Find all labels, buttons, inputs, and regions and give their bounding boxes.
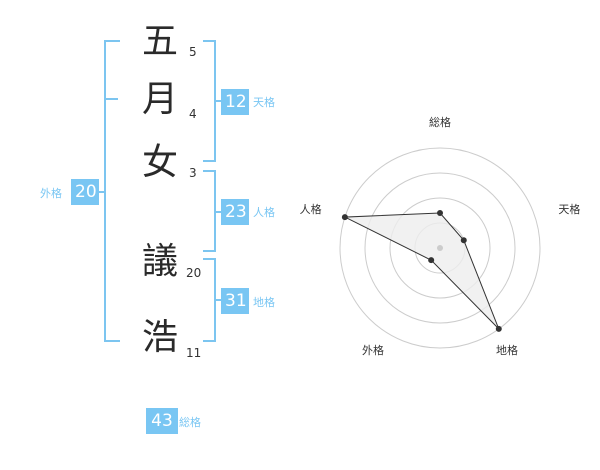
stroke-count-5: 11 <box>186 346 202 360</box>
gaikaku-value-badge: 20 <box>71 179 99 205</box>
radar-center-dot <box>437 245 443 251</box>
tenkaku-bracket-connector <box>215 100 221 102</box>
gaikaku-bracket-tick <box>104 98 118 100</box>
tenkaku-value-badge: 12 <box>221 89 249 115</box>
jinkaku-bracket-connector <box>215 211 221 213</box>
stroke-count-1: 5 <box>189 45 197 59</box>
name-char-3: 女 <box>141 142 178 183</box>
gaikaku-label: 外格 <box>40 187 62 200</box>
radar-axis-label-3: 地格 <box>496 343 518 357</box>
gaikaku-bracket-connector <box>98 191 106 193</box>
radar-ring-3 <box>364 172 516 324</box>
jinkaku-label: 人格 <box>253 206 275 219</box>
radar-ring-2 <box>389 197 491 299</box>
name-char-2: 月 <box>141 79 178 120</box>
radar-point-4 <box>428 257 435 264</box>
name-char-1: 五 <box>141 21 178 62</box>
radar-point-2 <box>460 237 467 244</box>
radar-point-1 <box>437 210 443 216</box>
radar-point-3 <box>495 325 502 332</box>
stroke-count-2: 4 <box>189 107 197 121</box>
name-char-5: 浩 <box>141 317 178 358</box>
radar-polygon <box>342 212 500 330</box>
tenkaku-label: 天格 <box>253 96 275 109</box>
chikaku-label: 地格 <box>253 296 275 309</box>
name-char-4: 議 <box>141 241 178 282</box>
chikaku-bracket-connector <box>215 299 221 301</box>
radar-ring-4 <box>339 147 541 349</box>
gaikaku-bracket <box>104 40 120 342</box>
soukaku-value-badge: 43 <box>146 408 178 434</box>
radar-axis-label-5: 人格 <box>300 202 322 216</box>
chikaku-value-badge: 31 <box>221 288 249 314</box>
soukaku-label: 総格 <box>179 416 201 429</box>
jinkaku-value-badge: 23 <box>221 199 249 225</box>
stroke-count-4: 20 <box>186 266 202 280</box>
radar-axis-label-4: 外格 <box>362 343 384 357</box>
stroke-count-3: 3 <box>189 166 197 180</box>
radar-axis-label-2: 天格 <box>558 202 580 216</box>
radar-axis-label-1: 総格 <box>429 115 451 129</box>
radar-point-5 <box>341 214 348 221</box>
